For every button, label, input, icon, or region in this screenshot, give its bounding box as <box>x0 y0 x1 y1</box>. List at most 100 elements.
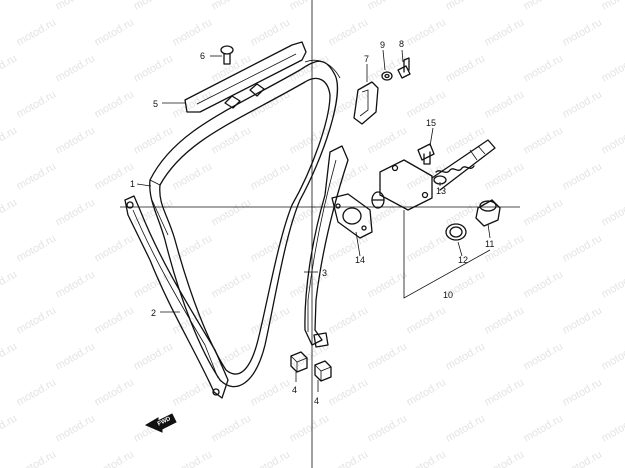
callout-7[interactable]: 7 <box>364 54 369 64</box>
watermark-text: motod.ru <box>483 88 527 120</box>
watermark-text: motod.ru <box>522 196 566 228</box>
watermark-text: motod.ru <box>210 196 254 228</box>
watermark-text: motod.ru <box>444 52 488 84</box>
watermark-text: motod.ru <box>0 196 19 228</box>
callout-15[interactable]: 15 <box>426 118 436 128</box>
callout-10[interactable]: 10 <box>443 290 453 300</box>
gasket-14[interactable] <box>331 193 373 239</box>
watermark-text: motod.ru <box>0 412 19 444</box>
watermark-text: motod.ru <box>522 52 566 84</box>
watermark-text: motod.ru <box>132 340 176 372</box>
callout-2[interactable]: 2 <box>151 308 156 318</box>
watermark-text: motod.ru <box>600 412 625 444</box>
watermark-text: motod.ru <box>171 304 215 336</box>
forward-marker-label: FWD <box>157 416 172 428</box>
watermark-text: motod.ru <box>366 340 410 372</box>
bolt-8[interactable] <box>397 57 411 79</box>
arrow-forward-icon <box>144 413 177 433</box>
cam-chain[interactable] <box>149 59 341 388</box>
watermark-text: motod.ru <box>405 376 449 408</box>
callout-8[interactable]: 8 <box>399 39 404 49</box>
watermark-text: motod.ru <box>54 52 98 84</box>
watermark-text: motod.ru <box>522 0 566 13</box>
callout-13[interactable]: 13 <box>436 186 446 196</box>
washer-9[interactable] <box>381 71 393 81</box>
watermark-text: motod.ru <box>210 0 254 13</box>
bolt-6[interactable] <box>220 45 234 65</box>
watermark-text: motod.ru <box>366 412 410 444</box>
callout-11[interactable]: 11 <box>485 239 494 249</box>
chain-guide-rear[interactable] <box>124 195 229 399</box>
watermark-text: motod.ru <box>249 160 293 192</box>
watermark-text: motod.ru <box>444 196 488 228</box>
center-lines <box>120 0 520 468</box>
watermark-text: motod.ru <box>600 196 625 228</box>
callout-5[interactable]: 5 <box>153 99 158 109</box>
watermark-text: motod.ru <box>444 340 488 372</box>
callout-1[interactable]: 1 <box>130 179 135 189</box>
watermark-text: motod.ru <box>0 0 19 13</box>
callout-12[interactable]: 12 <box>458 255 468 265</box>
watermark-text: motod.ru <box>444 0 488 13</box>
watermark-text: motod.ru <box>288 412 332 444</box>
watermark-text: motod.ru <box>483 16 527 48</box>
chain-guide-upper[interactable] <box>184 41 307 113</box>
chain-guide-plate-7[interactable] <box>353 81 379 125</box>
watermark-text: motod.ru <box>0 340 19 372</box>
watermark-text: motod.ru <box>15 88 59 120</box>
watermark-text: motod.ru <box>561 160 605 192</box>
callout-3[interactable]: 3 <box>322 268 327 278</box>
callout-9[interactable]: 9 <box>380 40 385 50</box>
watermark-text: motod.ru <box>405 88 449 120</box>
watermark-text: motod.ru <box>522 340 566 372</box>
watermark-text: motod.ru <box>405 304 449 336</box>
watermark-text: motod.ru <box>132 196 176 228</box>
watermark-text: motod.ru <box>54 124 98 156</box>
watermark-text: motod.ru <box>0 124 19 156</box>
watermark-text: motod.ru <box>561 232 605 264</box>
assembly-bracket-10 <box>403 210 491 299</box>
watermark-text: motod.ru <box>54 412 98 444</box>
watermark-text: motod.ru <box>327 304 371 336</box>
watermark-text: motod.ru <box>600 124 625 156</box>
watermark-text: motod.ru <box>54 268 98 300</box>
chain-icon <box>149 60 339 388</box>
watermark-text: motod.ru <box>93 304 137 336</box>
watermark-text: motod.ru <box>15 16 59 48</box>
watermark-text: motod.ru <box>561 448 605 468</box>
watermark-text: motod.ru <box>483 448 527 468</box>
watermark-text: motod.ru <box>93 448 137 468</box>
watermark-text: motod.ru <box>0 268 19 300</box>
watermark-text: motod.ru <box>522 412 566 444</box>
watermark-text: motod.ru <box>249 16 293 48</box>
watermark-text: motod.ru <box>600 340 625 372</box>
watermark-text: motod.ru <box>405 448 449 468</box>
cushion-4b[interactable] <box>314 360 332 382</box>
watermark-text: motod.ru <box>171 160 215 192</box>
watermark-text: motod.ru <box>327 160 371 192</box>
watermark-text: motod.ru <box>15 376 59 408</box>
watermark-text: motod.ru <box>171 88 215 120</box>
callout-14[interactable]: 14 <box>355 255 365 265</box>
tensioner-assembly-10[interactable] <box>371 139 496 211</box>
watermark-text: motod.ru <box>561 376 605 408</box>
callout-4b[interactable]: 4 <box>314 396 319 406</box>
watermark-text: motod.ru <box>54 340 98 372</box>
callout-6[interactable]: 6 <box>200 51 205 61</box>
gasket-ring-12[interactable] <box>445 223 467 241</box>
watermark-text: motod.ru <box>561 16 605 48</box>
watermark-text: motod.ru <box>132 124 176 156</box>
cap-bolt-11[interactable] <box>475 199 501 227</box>
chain-tensioner-guide[interactable] <box>304 145 349 348</box>
callout-4a[interactable]: 4 <box>292 385 297 395</box>
watermark-text: motod.ru <box>15 448 59 468</box>
watermark-text: motod.ru <box>561 88 605 120</box>
bolt-15[interactable] <box>417 143 435 165</box>
watermark-text: motod.ru <box>405 16 449 48</box>
cushion-4a[interactable] <box>290 351 308 373</box>
bolt-icon <box>220 45 234 55</box>
watermark-text: motod.ru <box>249 376 293 408</box>
watermark-text: motod.ru <box>210 124 254 156</box>
watermark-text: motod.ru <box>366 124 410 156</box>
